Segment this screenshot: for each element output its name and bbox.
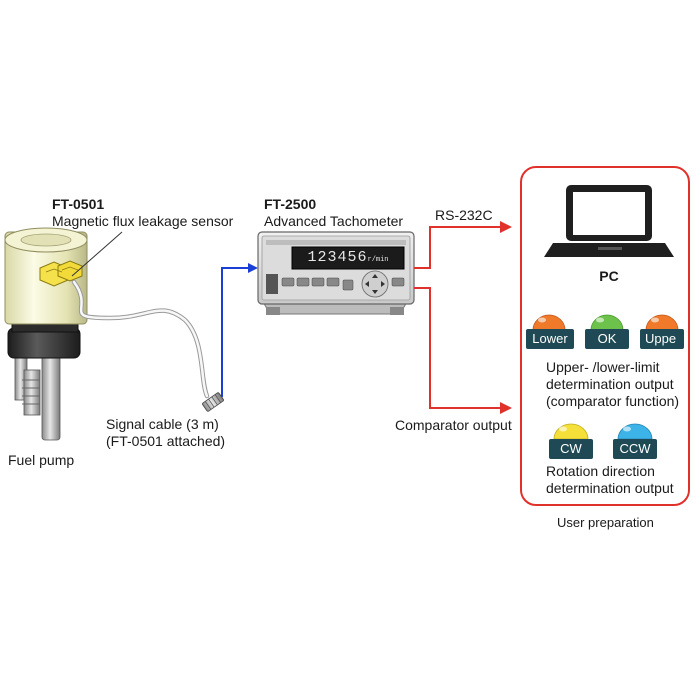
limit-lamps (532, 314, 679, 331)
limit-text-line1: Upper- /lower-limit (546, 359, 660, 375)
rotation-text-line2: determination output (546, 480, 674, 496)
laptop-icon (544, 185, 674, 257)
tachometer-device (257, 231, 415, 315)
sensor-leader-line (71, 231, 123, 277)
tachometer-display: 123456r/min (293, 248, 403, 268)
lower-lamp-label: Lower (526, 329, 574, 349)
tachometer-name: Advanced Tachometer (264, 213, 404, 229)
rs232c-arrow (414, 221, 512, 269)
comparator-label: Comparator output (395, 417, 512, 433)
pc-label: PC (599, 268, 619, 284)
fuel-pump-label: Fuel pump (8, 452, 75, 468)
limit-text-line3: (comparator function) (546, 393, 680, 409)
upper-lamp-label: Uppe (640, 329, 684, 349)
rotation-text-line1: Rotation direction (546, 463, 655, 479)
sensor-name: Magnetic flux leakage sensor (52, 213, 234, 229)
user-preparation-caption: User preparation (557, 515, 654, 530)
fuel-pump-illustration (4, 227, 88, 441)
comparator-arrow (414, 287, 512, 414)
limit-text-line2: determination output (546, 376, 674, 392)
cw-lamp-label: CW (549, 439, 593, 459)
sensor-head (39, 260, 83, 287)
user-preparation-frame (520, 166, 690, 506)
display-unit: r/min (367, 256, 389, 264)
rotation-lamps (553, 423, 653, 440)
tachometer-model: FT-2500 (264, 196, 317, 212)
cable-label-line2: (FT-0501 attached) (106, 433, 226, 449)
ccw-lamp-label: CCW (613, 439, 657, 459)
cable-label-line1: Signal cable (3 m) (106, 416, 219, 432)
display-value: 123456 (307, 249, 368, 266)
signal-cable (71, 279, 224, 412)
sensor-model: FT-0501 (52, 196, 105, 212)
rs232c-label: RS-232C (435, 207, 493, 223)
signal-input-arrow (221, 263, 258, 397)
ok-lamp-label: OK (585, 329, 629, 349)
